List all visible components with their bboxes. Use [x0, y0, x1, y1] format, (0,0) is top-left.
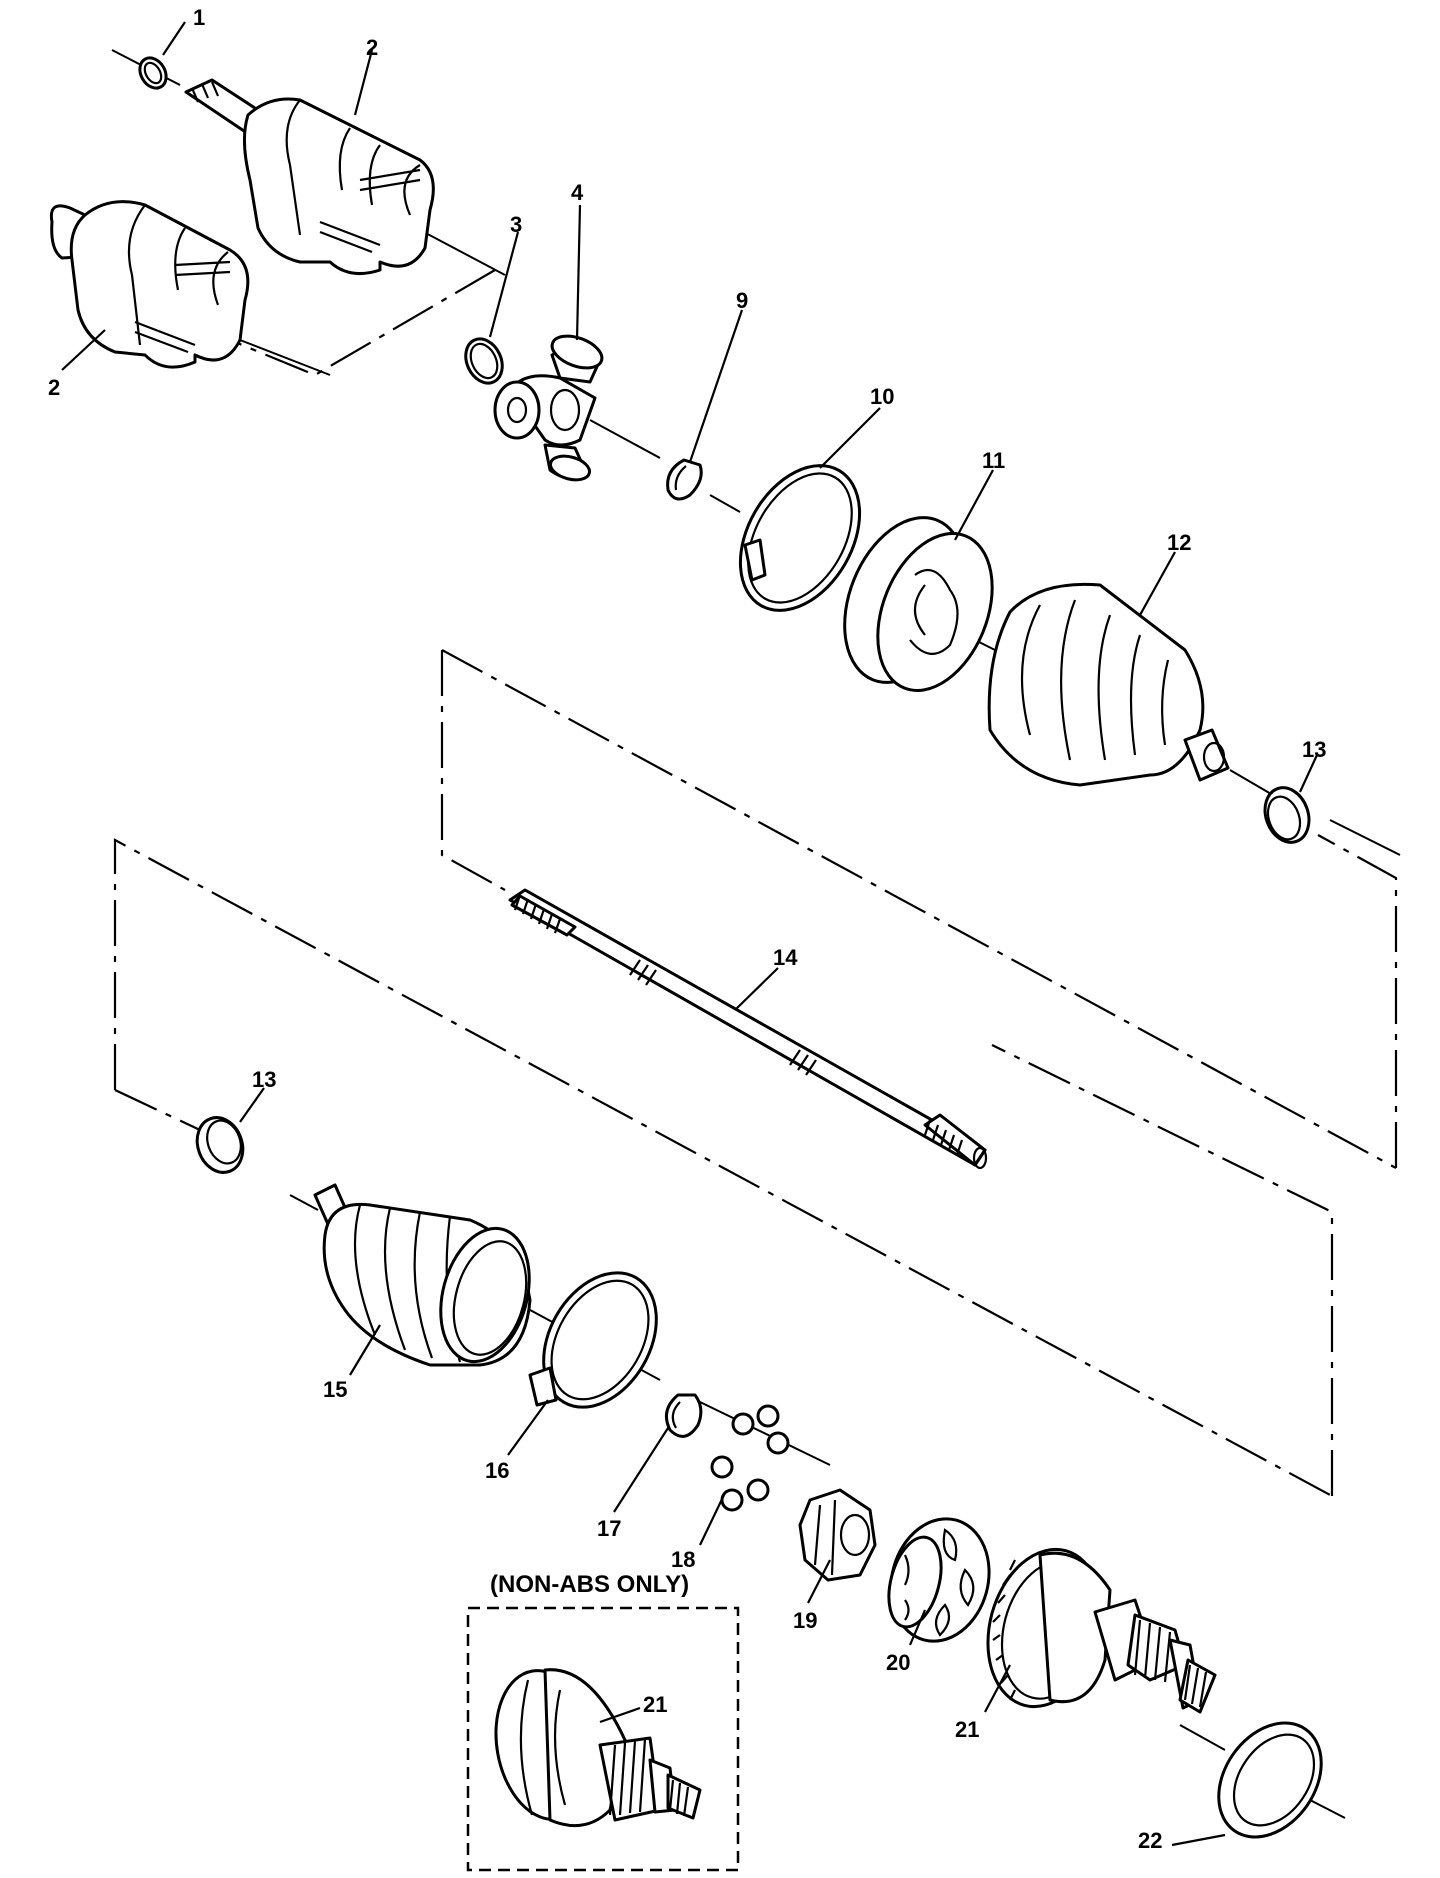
boot-seal-11	[843, 516, 994, 692]
callout-20: 20	[886, 1650, 910, 1675]
callout-22: 22	[1138, 1828, 1162, 1853]
inner-race-19	[798, 1488, 877, 1582]
callout-12: 12	[1167, 530, 1191, 555]
leader-lines	[61, 21, 1318, 1847]
inner-cv-boot-12	[987, 582, 1230, 787]
callout-1: 1	[193, 5, 205, 30]
callouts: 1 2 2 3 4 9 10 11 12 13 14 13 15 16 17 1…	[48, 5, 1326, 1853]
phantom-lines	[113, 269, 1398, 1497]
callout-4: 4	[571, 180, 584, 205]
callout-3: 3	[510, 212, 522, 237]
bushing-13-lower	[195, 1116, 245, 1174]
tripod-spider-4	[493, 334, 604, 482]
callout-14: 14	[773, 945, 798, 970]
callout-21-abs: 21	[955, 1717, 979, 1742]
callout-10: 10	[870, 384, 894, 409]
non-abs-note: (NON-ABS ONLY)	[490, 1571, 689, 1598]
assembly-axes	[111, 49, 1401, 1819]
callout-17: 17	[597, 1516, 621, 1541]
outer-cv-joint-21	[986, 1547, 1217, 1714]
callout-13-lower: 13	[252, 1067, 276, 1092]
ball-cage-20	[887, 1517, 991, 1643]
tripod-housing-upper	[184, 78, 435, 276]
callout-16: 16	[485, 1458, 509, 1483]
half-shaft-14	[508, 888, 988, 1170]
callout-11: 11	[982, 448, 1005, 473]
snap-ring-1	[138, 56, 168, 90]
circlip-17	[664, 1393, 703, 1438]
outer-cv-joint-21-non-abs	[494, 1668, 702, 1828]
retaining-ring-3	[464, 337, 504, 385]
boot-clamp-10	[738, 464, 862, 612]
boot-clamp-16	[528, 1271, 658, 1409]
bearing-balls-18	[710, 1404, 790, 1512]
callout-9: 9	[736, 288, 748, 313]
circlip-9	[666, 458, 703, 501]
tripod-housing-lower	[49, 200, 250, 369]
outer-cv-boot-15	[313, 1183, 532, 1367]
callout-2-upper: 2	[366, 35, 378, 60]
bushing-13-upper	[1263, 786, 1311, 844]
callout-18: 18	[671, 1547, 695, 1572]
non-abs-variant-panel: (NON-ABS ONLY)	[466, 1571, 740, 1872]
callout-13-upper: 13	[1302, 737, 1326, 762]
callout-21-non-abs: 21	[643, 1692, 667, 1717]
callout-15: 15	[323, 1377, 347, 1402]
seal-washer-22	[1217, 1721, 1323, 1839]
callout-19: 19	[793, 1608, 817, 1633]
callout-2-lower: 2	[48, 375, 60, 400]
